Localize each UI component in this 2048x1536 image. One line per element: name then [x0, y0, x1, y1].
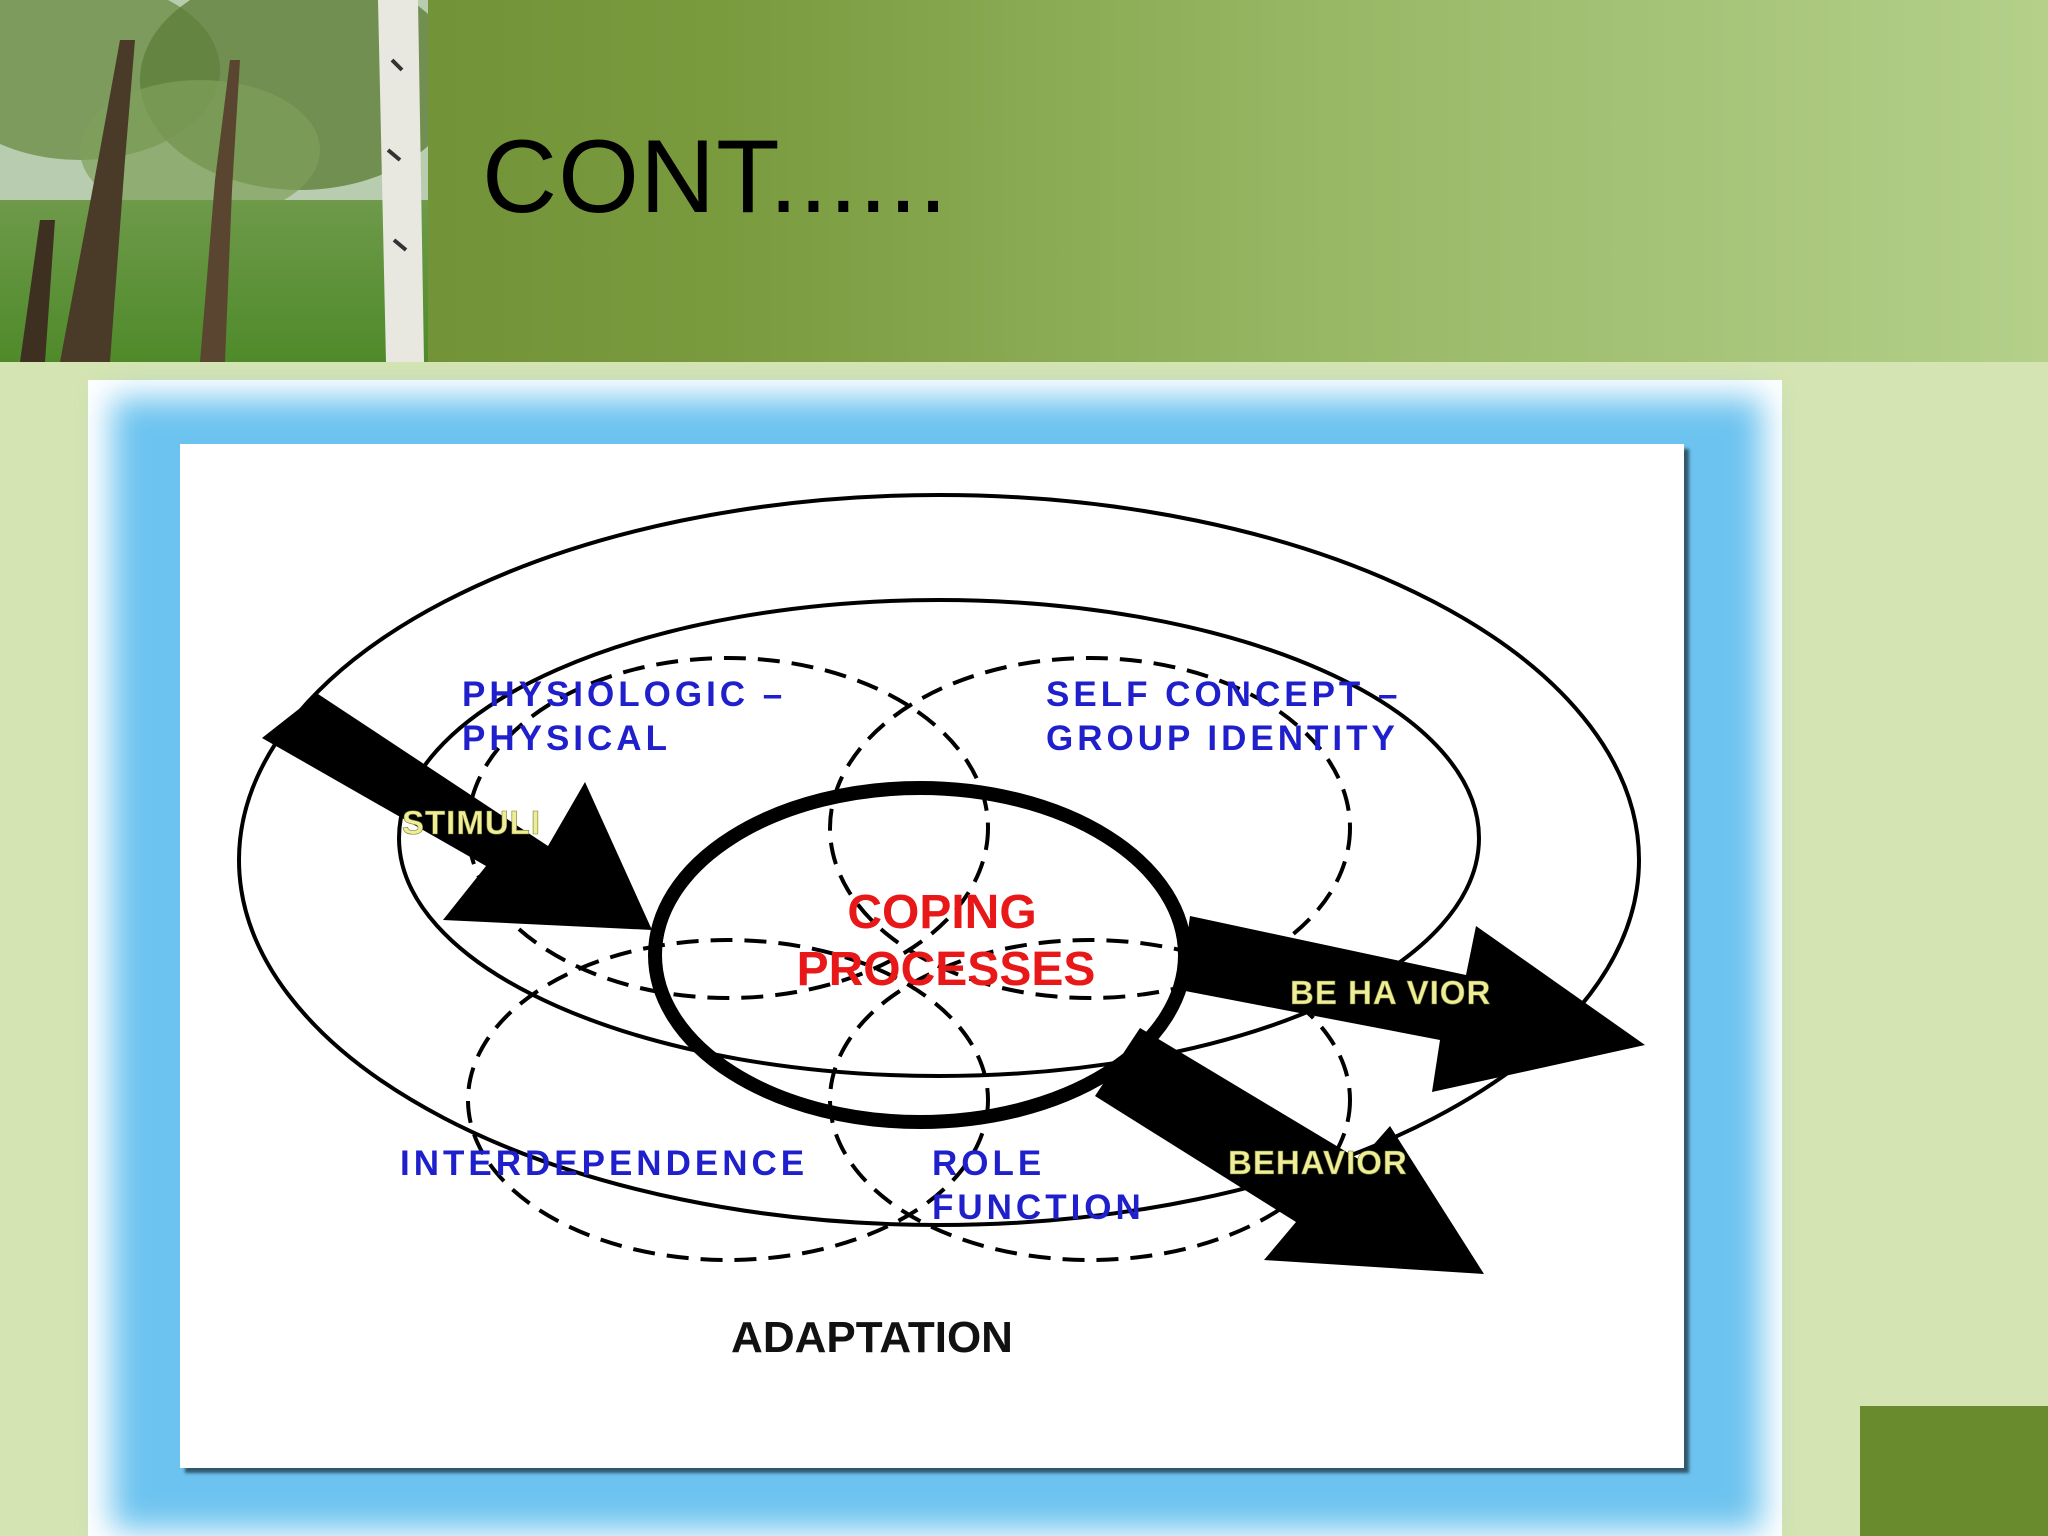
- diagram-panel: [180, 444, 1684, 1468]
- role-function-mode-circle: [828, 938, 1352, 1262]
- physiologic-label-line1: PHYSIOLOGIC –: [462, 675, 786, 714]
- slide-header: CONT......: [0, 0, 2048, 362]
- slide-title: CONT......: [482, 119, 949, 235]
- physiologic-label-line2: PHYSICAL: [462, 719, 671, 758]
- adaptation-label: ADAPTATION: [731, 1313, 1013, 1362]
- behavior-label-upper: BE HA VIOR: [1290, 974, 1491, 1011]
- coping-label-line1: COPING: [847, 886, 1036, 939]
- coping-label-line2: PROCESSES: [797, 943, 1096, 996]
- behavior-arrow-lower: [1095, 1028, 1484, 1274]
- middle-ellipse: [397, 598, 1481, 1078]
- interdependence-mode-circle: [466, 938, 990, 1262]
- stimuli-label: STIMULI: [402, 804, 541, 841]
- self-concept-mode-circle: [828, 656, 1352, 1000]
- forest-photo: [0, 0, 428, 362]
- role-label-line1: ROLE: [932, 1144, 1045, 1183]
- interdependence-label: INTERDEPENDENCE: [400, 1144, 808, 1183]
- corner-accent-block: [1860, 1406, 2048, 1536]
- stimuli-arrow: [262, 694, 652, 930]
- outer-ellipse: [237, 493, 1641, 1227]
- role-label-line2: FUNCTION: [932, 1188, 1145, 1227]
- behavior-label-lower: BEHAVIOR: [1228, 1144, 1408, 1181]
- self-concept-label-line2: GROUP IDENTITY: [1046, 719, 1399, 758]
- self-concept-label-line1: SELF CONCEPT –: [1046, 675, 1401, 714]
- behavior-arrow-upper: [1180, 916, 1645, 1092]
